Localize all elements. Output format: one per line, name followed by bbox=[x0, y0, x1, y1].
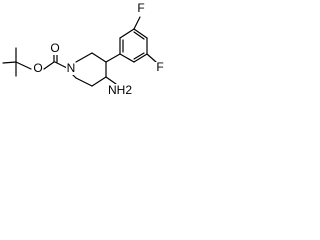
aryl-bond-2 bbox=[119, 28, 135, 39]
ring-bond-c5-c6 bbox=[75, 77, 93, 87]
bonds bbox=[2, 16, 157, 87]
fluorine-top-label: F bbox=[137, 1, 144, 15]
structure-diagram: O O N NH2 F F bbox=[2, 1, 165, 97]
amine-label: NH2 bbox=[108, 83, 132, 97]
ring-nitrogen-bg bbox=[66, 63, 76, 75]
amine-bg bbox=[108, 84, 132, 97]
ester-oxygen-label: O bbox=[33, 61, 42, 75]
ring-bond-n-c2 bbox=[75, 52, 93, 63]
aryl-bond-3-inner bbox=[133, 31, 145, 40]
atom-labels: O O N NH2 F F bbox=[33, 1, 165, 97]
bond-methyl-left bbox=[2, 61, 17, 64]
fluorine-bottom-label: F bbox=[156, 60, 163, 74]
bond-aryl-fluorine-top bbox=[133, 16, 141, 30]
ring-bond-c4-c5 bbox=[91, 76, 107, 87]
aryl-bond-5-inner bbox=[133, 52, 145, 60]
bond-c4-amine bbox=[105, 76, 117, 85]
aryl-bond-5 bbox=[133, 53, 148, 63]
ring-bond-c2-c3 bbox=[91, 52, 107, 63]
carbonyl-oxygen-bg bbox=[50, 43, 60, 55]
bond-c3-aryl bbox=[105, 53, 121, 63]
ring-nitrogen-label: N bbox=[67, 61, 76, 75]
ester-oxygen-bg bbox=[33, 63, 43, 75]
fluorine-bottom-bg bbox=[155, 62, 165, 74]
bond-tbu-oxygen bbox=[15, 61, 32, 70]
molecule-canvas: O O N NH2 F F bbox=[0, 0, 176, 106]
aryl-bond-3 bbox=[133, 28, 148, 39]
bond-oxygen-carbonyl bbox=[43, 61, 55, 70]
carbonyl-oxygen-label: O bbox=[50, 41, 59, 55]
bond-aryl-fluorine-bottom bbox=[146, 53, 157, 63]
fluorine-top-bg bbox=[136, 3, 146, 15]
aryl-bond-6 bbox=[119, 53, 135, 63]
